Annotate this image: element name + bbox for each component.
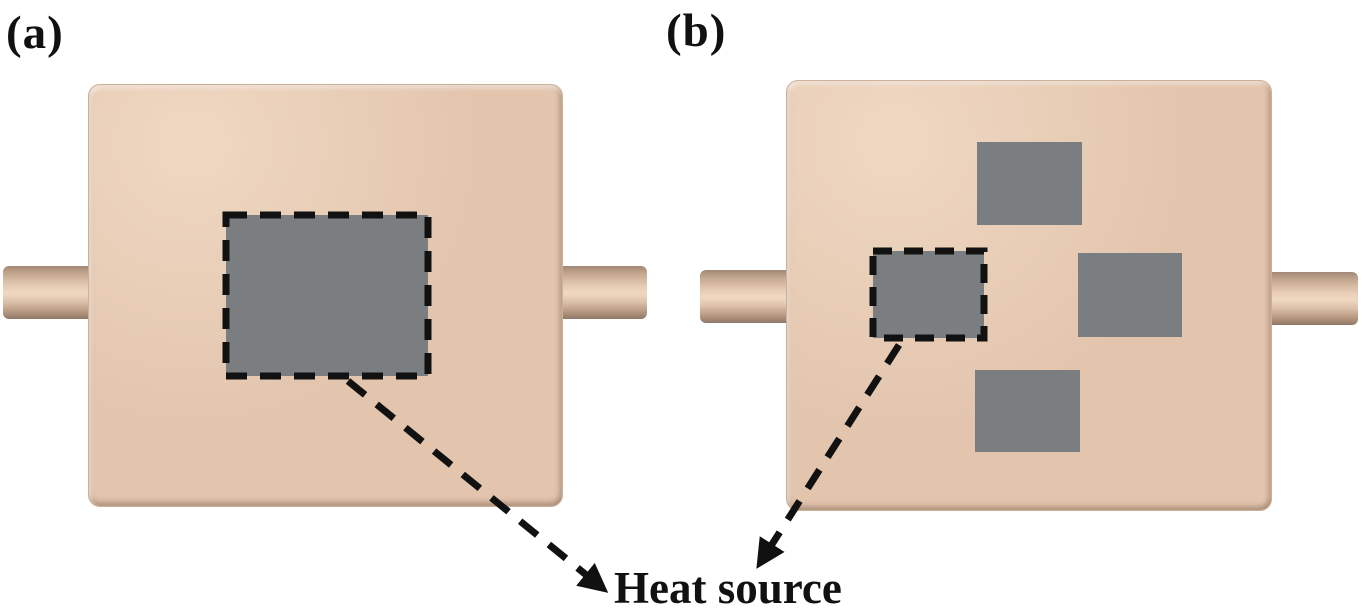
pipe-right-b	[1262, 272, 1358, 325]
panel-a-label: (a)	[6, 7, 64, 59]
pipe-left-a	[3, 266, 98, 319]
panel-b-label: (b)	[666, 5, 727, 57]
heat-source-label: Heat source	[614, 563, 842, 613]
pipe-right-a	[555, 266, 647, 319]
pipe-left-b	[700, 270, 795, 323]
plate-a	[88, 84, 563, 507]
plate-b	[786, 80, 1272, 511]
